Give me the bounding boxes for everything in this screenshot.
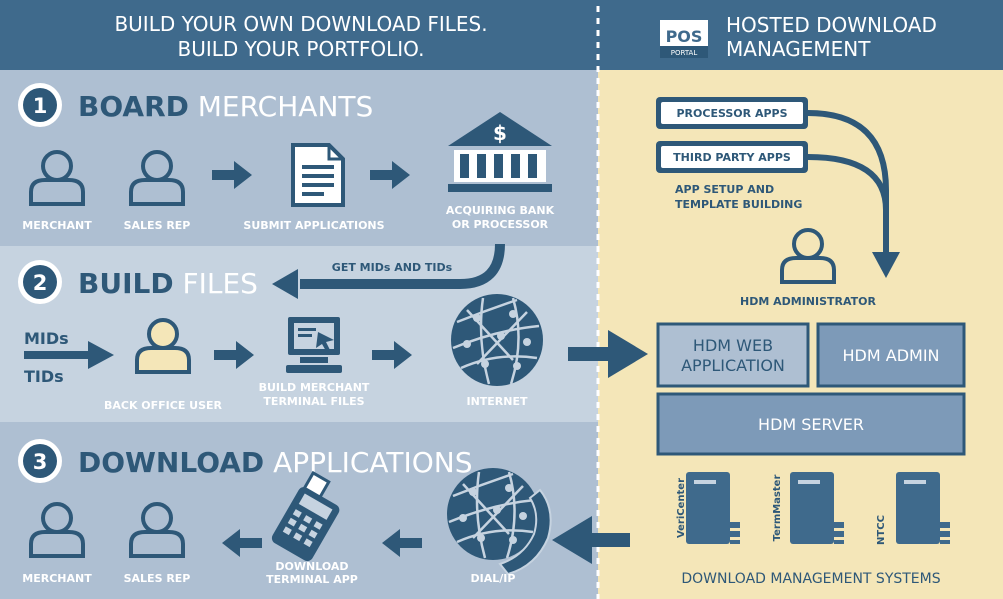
back-office-label: BACK OFFICE USER — [104, 399, 223, 412]
download-label-line1: DOWNLOAD — [275, 560, 348, 573]
header-right-line1: HOSTED DOWNLOAD — [726, 13, 937, 37]
termmaster-label: TermMaster — [772, 475, 783, 542]
payment-terminal-icon — [271, 470, 340, 562]
header-right-line2: MANAGEMENT — [726, 37, 871, 61]
step-1-number: 1 — [33, 94, 48, 118]
document-icon — [291, 143, 345, 207]
step-1-title-light: MERCHANTS — [189, 90, 373, 123]
step-2-title-bold: BUILD — [78, 267, 174, 300]
tids-label: TIDs — [24, 367, 64, 386]
internet-globe-icon — [449, 292, 545, 388]
arrow-from-hdm-icon — [552, 516, 630, 564]
logo-top-text: POS — [666, 27, 703, 46]
logo-bottom-text: PORTAL — [671, 49, 698, 57]
submit-applications-label: SUBMIT APPLICATIONS — [243, 219, 384, 232]
hdm-web-app-label-line2: APPLICATION — [681, 356, 785, 375]
bank-icon: $ — [448, 112, 552, 192]
arrow-right-icon — [88, 341, 114, 369]
hdm-administrator-label: HDM ADMINISTRATOR — [740, 295, 877, 308]
step-3-number: 3 — [33, 450, 48, 474]
processor-apps-box: PROCESSOR APPS — [656, 97, 808, 129]
app-setup-label-line2: TEMPLATE BUILDING — [675, 198, 802, 211]
hdm-server-box: HDM SERVER — [656, 392, 966, 456]
third-party-apps-box: THIRD PARTY APPS — [656, 141, 808, 173]
hdm-server-label: HDM SERVER — [758, 415, 864, 434]
sales-rep-label-1: SALES REP — [124, 219, 191, 232]
mids-arrow-shaft — [24, 351, 90, 359]
arrow-to-hdm-icon — [568, 330, 648, 378]
step-2-heading: 2 BUILD FILES — [18, 260, 258, 304]
download-label-line2: TERMINAL APP — [266, 573, 358, 586]
processor-connector-line — [807, 110, 889, 252]
step-1-title-bold: BOARD — [78, 90, 189, 123]
step-1-heading: 1 BOARD MERCHANTS — [18, 83, 373, 127]
ntcc-label: NTCC — [876, 515, 887, 545]
app-setup-label-line1: APP SETUP AND — [675, 183, 774, 196]
processor-apps-label: PROCESSOR APPS — [676, 107, 787, 120]
hdm-web-application-box: HDM WEB APPLICATION — [656, 322, 810, 388]
dial-ip-globe-icon — [445, 466, 541, 562]
step-2-title-light: FILES — [174, 267, 258, 300]
dollar-sign-icon: $ — [493, 121, 507, 145]
pos-portal-logo: POS PORTAL — [660, 20, 708, 58]
build-merchant-label-line1: BUILD MERCHANT — [259, 381, 370, 394]
phone-handset-icon — [498, 488, 552, 576]
third-party-connector-line — [807, 154, 889, 211]
merchant-label-3: MERCHANT — [22, 572, 92, 585]
header-left-line1: BUILD YOUR OWN DOWNLOAD FILES. — [114, 12, 487, 36]
internet-label: INTERNET — [466, 395, 528, 408]
sales-rep-label-3: SALES REP — [124, 572, 191, 585]
svg-text:BUILD FILES: BUILD FILES — [78, 267, 258, 300]
header-left-line2: BUILD YOUR PORTFOLIO. — [178, 37, 425, 61]
mids-label: MIDs — [24, 329, 69, 348]
vericenter-label: VeriCenter — [676, 478, 687, 538]
get-mids-label: GET MIDs AND TIDs — [332, 261, 453, 274]
third-party-apps-label: THIRD PARTY APPS — [673, 151, 791, 164]
computer-terminal-icon — [286, 317, 342, 373]
header-bar — [0, 0, 1003, 70]
hdm-admin-box: HDM ADMIN — [816, 322, 966, 388]
merchant-label-1: MERCHANT — [22, 219, 92, 232]
dial-ip-label: DIAL/IP — [471, 572, 516, 585]
curved-arrow-get-mids — [300, 243, 505, 289]
hdm-web-app-label-line1: HDM WEB — [693, 336, 773, 355]
hdm-admin-label: HDM ADMIN — [843, 346, 940, 365]
bank-label-line1: ACQUIRING BANK — [446, 204, 555, 217]
arrow-down-icon — [872, 252, 900, 278]
svg-text:DOWNLOAD APPLICATIONS: DOWNLOAD APPLICATIONS — [78, 446, 473, 479]
download-management-systems-label: DOWNLOAD MANAGEMENT SYSTEMS — [681, 571, 940, 587]
arrow-left-icon — [272, 269, 298, 299]
step-2-number: 2 — [33, 271, 48, 295]
step-3-title-light: APPLICATIONS — [264, 446, 472, 479]
step-3-title-bold: DOWNLOAD — [78, 446, 264, 479]
build-merchant-label-line2: TERMINAL FILES — [263, 395, 364, 408]
svg-text:BOARD MERCHANTS: BOARD MERCHANTS — [78, 90, 373, 123]
bank-label-line2: OR PROCESSOR — [452, 218, 549, 231]
step-3-heading: 3 DOWNLOAD APPLICATIONS — [18, 439, 473, 483]
